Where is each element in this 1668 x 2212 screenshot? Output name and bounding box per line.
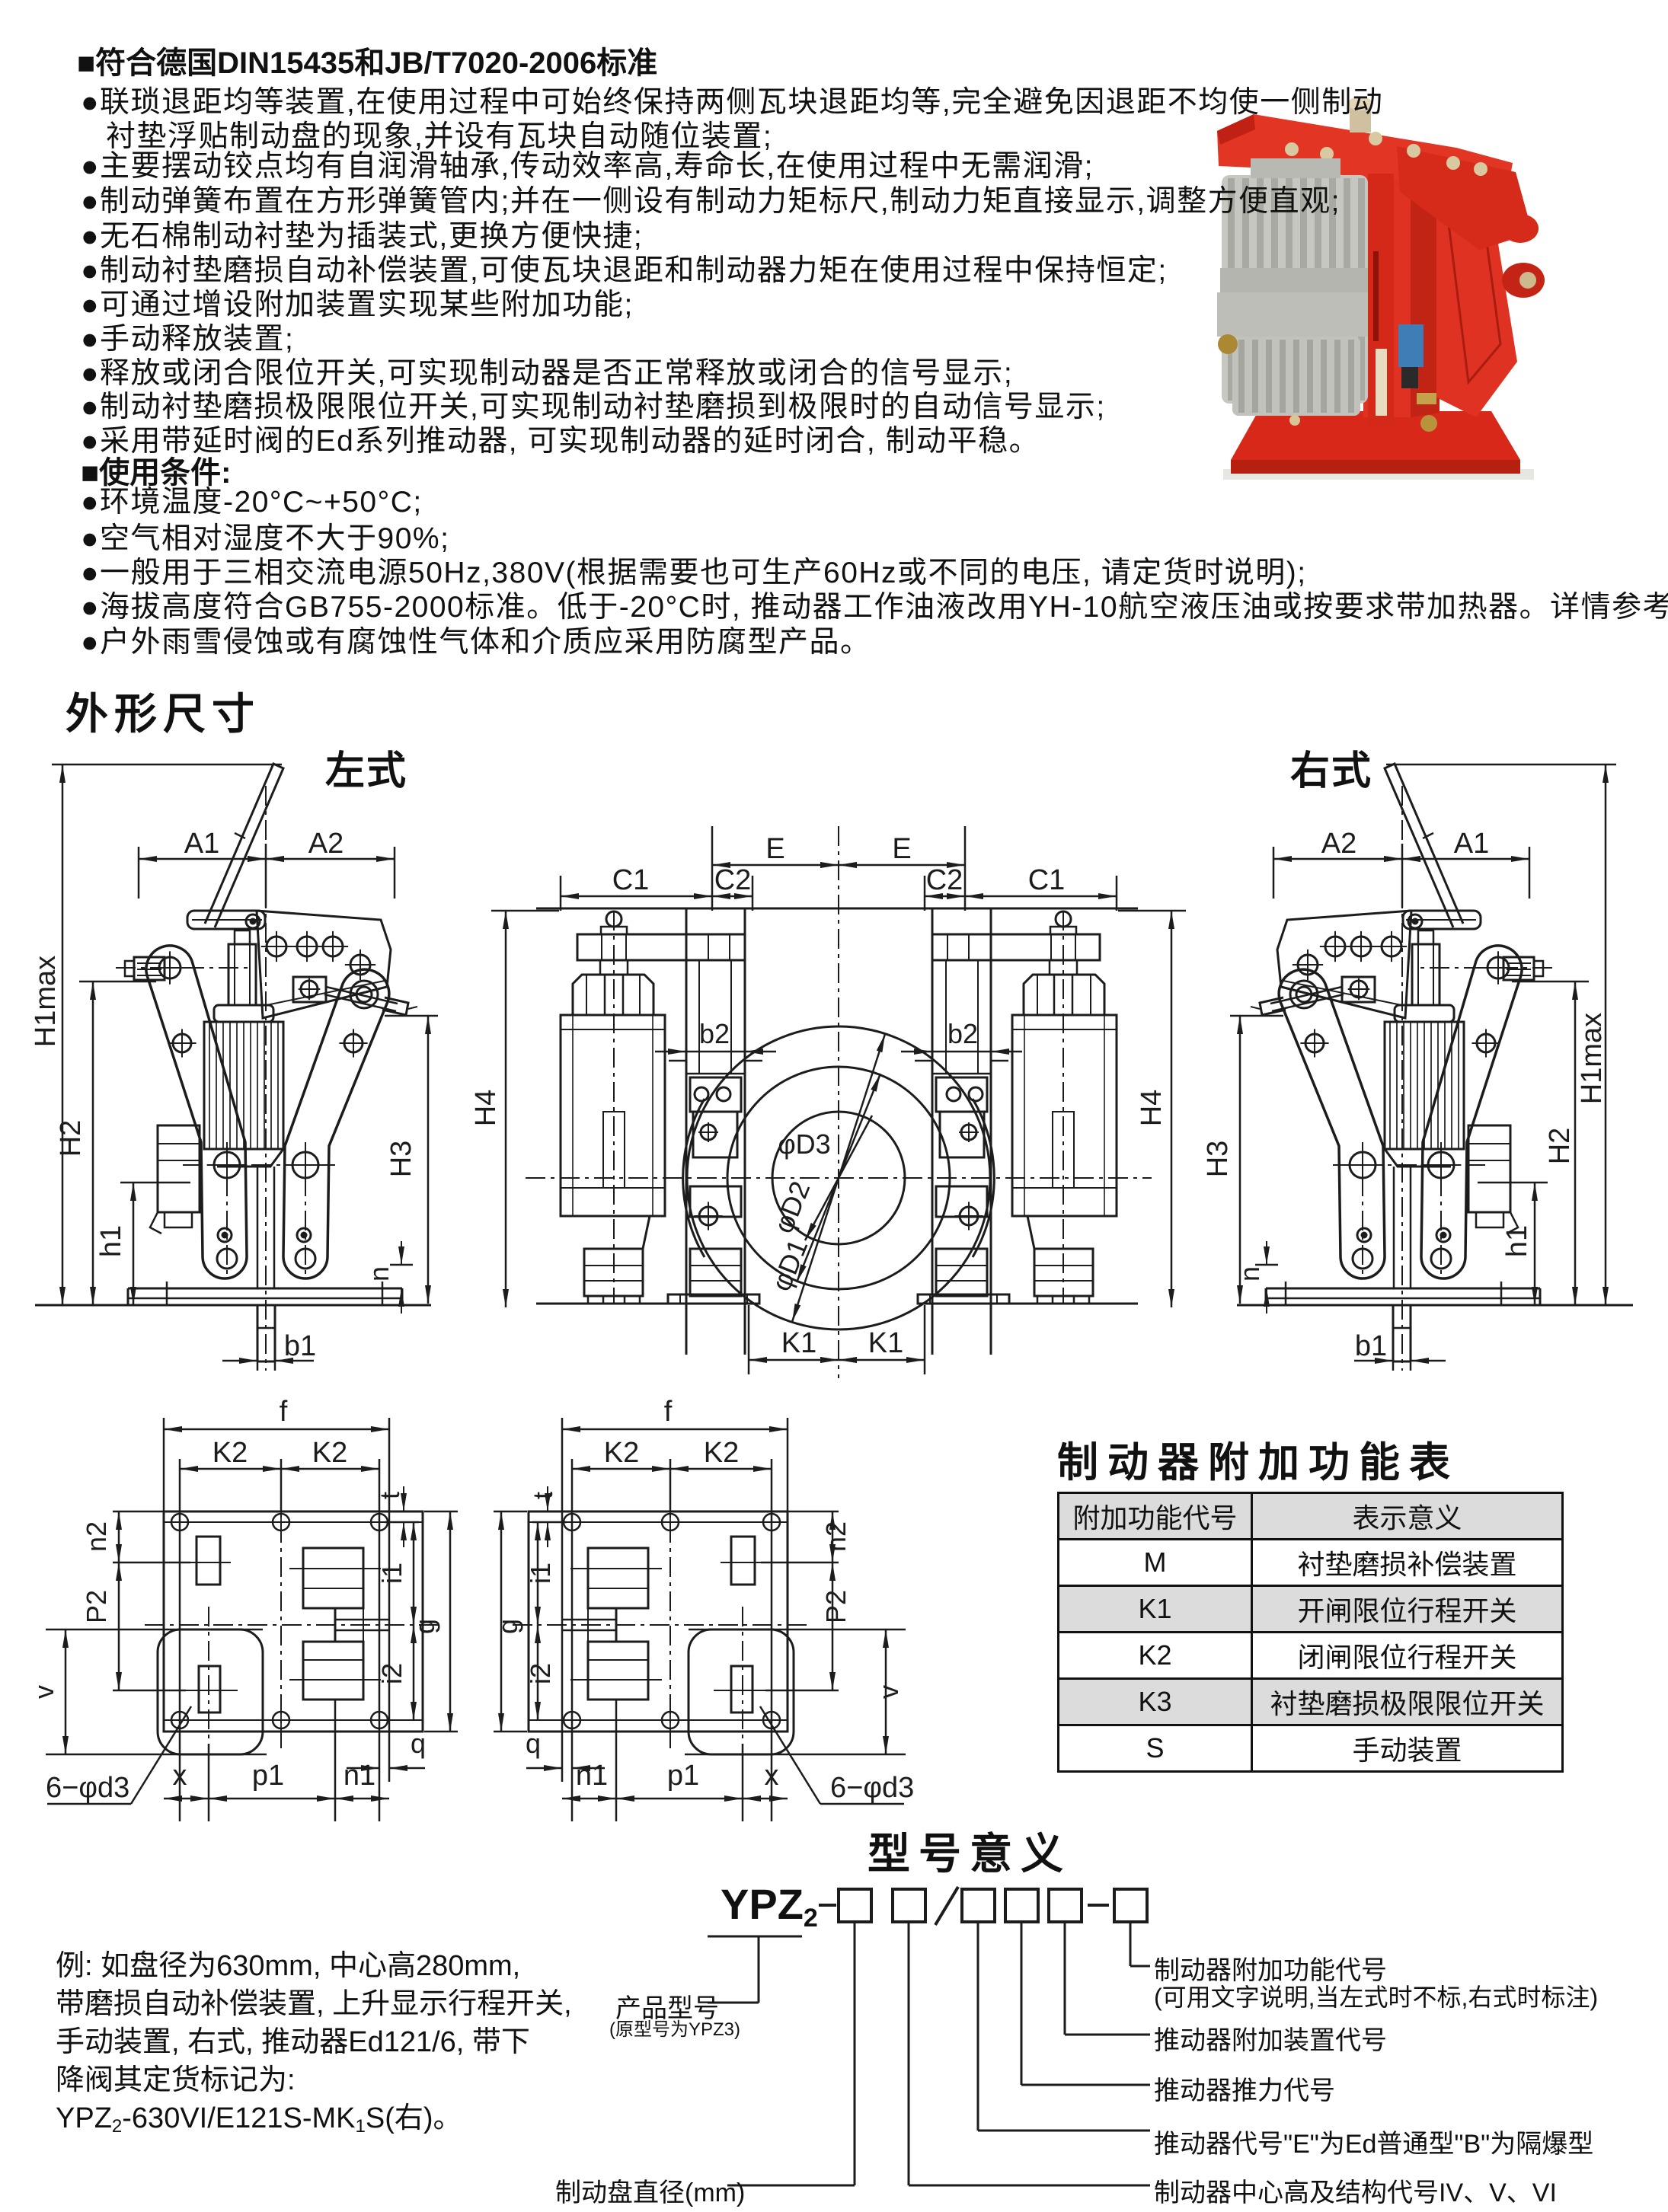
svg-text:v: v [28, 1685, 59, 1699]
svg-text:i1: i1 [525, 1562, 556, 1584]
svg-text:H1max: H1max [1576, 1013, 1608, 1104]
svg-text:g: g [409, 1619, 440, 1634]
svg-text:q: q [411, 1728, 426, 1759]
svg-text:b1: b1 [1355, 1330, 1387, 1362]
svg-text:t: t [527, 1492, 558, 1499]
svg-text:f: f [280, 1396, 288, 1428]
svg-text:q: q [526, 1728, 541, 1759]
svg-text:n1: n1 [576, 1760, 608, 1792]
svg-text:i1: i1 [376, 1562, 407, 1584]
svg-text:h1: h1 [1501, 1225, 1533, 1257]
svg-text:K2: K2 [212, 1437, 248, 1469]
svg-text:p1: p1 [252, 1760, 284, 1792]
svg-text:i2: i2 [525, 1663, 556, 1684]
svg-text:t: t [374, 1492, 405, 1499]
svg-text:b2: b2 [699, 1018, 730, 1049]
svg-text:H2: H2 [55, 1120, 87, 1157]
svg-text:K2: K2 [312, 1437, 347, 1469]
svg-text:E: E [765, 833, 784, 865]
svg-text:x: x [173, 1760, 187, 1792]
svg-text:6−φd3: 6−φd3 [830, 1772, 914, 1804]
svg-text:6−φd3: 6−φd3 [46, 1772, 129, 1804]
svg-text:v: v [873, 1685, 904, 1699]
svg-text:K2: K2 [604, 1437, 639, 1469]
svg-text:g: g [492, 1619, 523, 1634]
svg-text:i2: i2 [376, 1663, 407, 1684]
svg-text:A1: A1 [184, 828, 219, 860]
svg-text:C1: C1 [612, 864, 650, 896]
svg-text:x: x [765, 1760, 779, 1792]
svg-text:n1: n1 [344, 1760, 375, 1792]
svg-text:K2: K2 [704, 1437, 739, 1469]
svg-text:A2: A2 [308, 828, 344, 860]
svg-text:C2: C2 [926, 864, 963, 896]
svg-text:A2: A2 [1321, 828, 1356, 860]
svg-text:n2: n2 [820, 1521, 852, 1552]
svg-text:H2: H2 [1544, 1128, 1576, 1165]
svg-text:A1: A1 [1454, 828, 1489, 860]
svg-text:φD3: φD3 [778, 1128, 830, 1160]
svg-text:n2: n2 [81, 1521, 112, 1552]
svg-text:n: n [1234, 1266, 1265, 1282]
svg-text:n: n [363, 1266, 395, 1282]
svg-text:C1: C1 [1028, 864, 1066, 896]
svg-text:b2: b2 [947, 1018, 978, 1049]
svg-text:K1: K1 [868, 1327, 903, 1359]
svg-text:f: f [664, 1396, 673, 1428]
svg-text:H3: H3 [1202, 1141, 1234, 1178]
svg-text:P2: P2 [81, 1590, 112, 1623]
svg-text:h1: h1 [95, 1225, 127, 1257]
svg-text:H4: H4 [1136, 1090, 1168, 1127]
svg-text:P2: P2 [820, 1590, 852, 1623]
svg-text:b1: b1 [284, 1330, 316, 1362]
svg-text:K1: K1 [781, 1327, 816, 1359]
svg-text:p1: p1 [667, 1760, 699, 1792]
svg-text:E: E [892, 833, 911, 865]
svg-text:H3: H3 [385, 1141, 417, 1178]
svg-text:H4: H4 [470, 1090, 502, 1127]
svg-text:C2: C2 [714, 864, 752, 896]
svg-text:φD1: φD1 [765, 1234, 813, 1295]
svg-text:φD2: φD2 [767, 1176, 816, 1237]
svg-text:H1max: H1max [30, 956, 62, 1047]
